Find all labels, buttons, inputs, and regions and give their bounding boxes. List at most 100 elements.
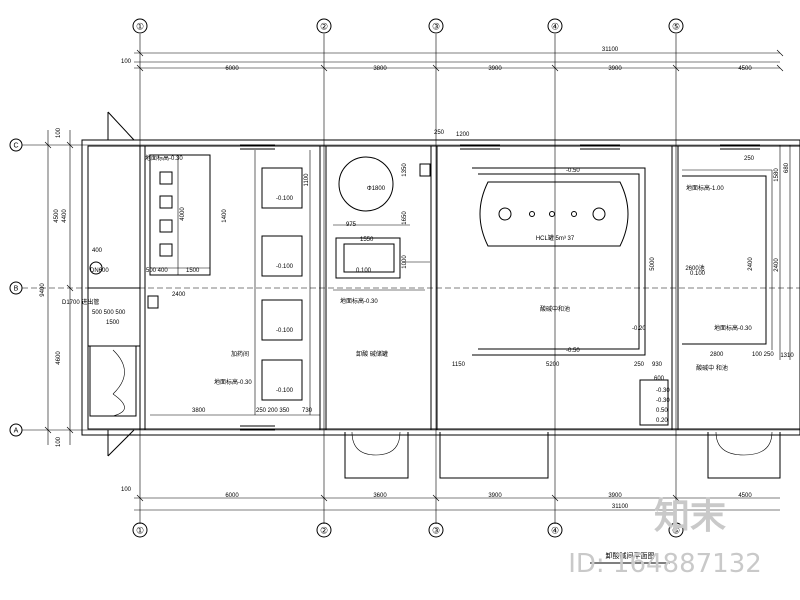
slab-3: -0.100: [276, 196, 294, 202]
dim-975: 975: [346, 222, 357, 228]
slab-6: -0.100: [276, 388, 294, 394]
small-1: 0.100: [356, 268, 372, 274]
dim-left-lower: 4600: [56, 351, 62, 365]
dim-5200: 5200: [546, 362, 560, 368]
slab-5: -0.100: [276, 328, 294, 334]
level-e: -0.20: [632, 326, 646, 332]
doors: [89, 345, 781, 479]
dim-5000: 5000: [650, 257, 656, 271]
axis-label-c: C: [13, 143, 18, 150]
dim-1550: 1550: [360, 237, 374, 243]
axis-label-4-bottom: ④: [551, 526, 559, 536]
axis-label-5-top: ⑤: [672, 22, 680, 32]
dim-250b: 250: [634, 362, 645, 368]
dim-1200: 1200: [456, 132, 470, 138]
dim-bottom-span-4: 3900: [608, 493, 622, 499]
dim-250-200-350: 250 200 350: [256, 408, 290, 414]
dim-top-total: 31100: [602, 47, 619, 53]
dim-bottom-offset: 100: [121, 487, 132, 493]
dim-top-span-2: 3800: [373, 66, 387, 72]
dim-4000: 4000: [180, 207, 186, 221]
axis-label-b: B: [14, 286, 19, 293]
room-3: [472, 167, 669, 426]
dim-2400b: 2400: [748, 257, 754, 271]
dim-400: 400: [92, 248, 103, 254]
level-a: -0.30: [656, 388, 670, 394]
dim-right-lower: 1310: [780, 353, 794, 359]
slab-4: -0.100: [276, 264, 294, 270]
right-dimensions: 1580 680 2400 1310: [774, 145, 794, 360]
dim-right-upper: 1580: [774, 168, 780, 182]
tank-label: HCL罐 5m³ 37: [536, 234, 575, 242]
level-d: 0.20: [656, 418, 668, 424]
door-label: DN600: [90, 268, 109, 274]
floor-level-3: 地面标高-0.30: [214, 378, 252, 386]
axis-label-5-bottom: ⑤: [672, 526, 680, 536]
top-dimensions: 31100 100 6000 3800 3900 3900 4500: [121, 47, 784, 72]
bottom-dimensions: 100 6000 3600 3900 3900 4500 31100: [121, 487, 780, 511]
dim-left-bottom-small: 100: [56, 436, 62, 447]
dim-600: 600: [654, 376, 665, 382]
room-label-5: 酸碱中 和池: [696, 364, 728, 372]
dim-bottom-span-5: 4500: [738, 493, 752, 499]
dim-100-250: 100 250: [752, 352, 774, 358]
room-label-1: 加药间: [231, 350, 249, 358]
dim-bottom-span-2: 3600: [373, 493, 387, 499]
round-tank-label: Φ1800: [367, 186, 386, 192]
room-2: [333, 156, 431, 291]
dim-top-span-3: 3900: [488, 66, 502, 72]
floor-level-4: 地面标高-1.00: [686, 184, 724, 192]
axis-label-4-top: ④: [551, 22, 559, 32]
axis-grid: [22, 34, 800, 524]
dim-2400: 2400: [172, 292, 186, 298]
dim-1350: 1350: [402, 163, 408, 177]
room-label-2: 卸酸 碱储罐: [356, 350, 388, 358]
axis-bubbles-left: C B A: [9, 138, 23, 437]
watermark-brand: 知末: [654, 496, 726, 537]
small-2: 0.100: [690, 271, 706, 277]
dim-left-outer: 9400: [40, 283, 46, 297]
level-b: -0.30: [656, 398, 670, 404]
dim-1150: 1150: [452, 362, 466, 368]
dim-1000: 1000: [402, 255, 408, 269]
axis-label-2-bottom: ②: [320, 526, 328, 536]
dim-1500: 1500: [186, 268, 200, 274]
dim-1650: 1650: [402, 211, 408, 225]
dim-top-span-5: 4500: [738, 66, 752, 72]
dim-bottom-span-1: 6000: [225, 493, 239, 499]
floor-level-2: 地面标高-0.30: [340, 297, 378, 305]
dim-bottom-total: 31100: [612, 504, 629, 510]
axis-label-a: A: [14, 428, 19, 435]
watermark-id: ID: 164887132: [568, 549, 762, 579]
axis-label-1-top: ①: [136, 22, 144, 32]
floor-level-1: 地面标高-0.30: [145, 154, 183, 162]
dim-3800: 3800: [192, 408, 206, 414]
dim-right-upper2: 680: [784, 162, 790, 173]
dim-left-top-small: 100: [56, 127, 62, 138]
dim-left-upper: 4500: [54, 209, 60, 223]
dim-1500b: 1500: [106, 320, 120, 326]
axis-label-3-bottom: ③: [432, 526, 440, 536]
wall-tag: 250: [744, 156, 755, 162]
axis-label-1-bottom: ①: [136, 526, 144, 536]
legend-left: D1700 进出管: [62, 298, 99, 306]
annotations: HCL罐 5m³ 37 Φ1800 地面标高-0.30 地面标高-0.30 地面…: [62, 130, 774, 424]
dim-1400: 1400: [222, 209, 228, 223]
room-label-4: 2600池: [685, 264, 704, 272]
axis-bubbles-top: ① ② ③ ④ ⑤: [132, 18, 684, 34]
dim-top-span-4: 3900: [608, 66, 622, 72]
dim-730: 730: [302, 408, 313, 414]
room-5: [682, 169, 773, 350]
dim-500-500-500: 500 500 500: [92, 310, 126, 316]
axis-bubbles-bottom: ① ② ③ ④ ⑤: [132, 522, 684, 538]
dim-2800: 2800: [710, 352, 724, 358]
dim-500-400: 500 400: [146, 268, 168, 274]
dim-left-upper-inner: 4400: [62, 209, 68, 223]
drawing-title: 卸酸碱间平面图: [606, 551, 655, 560]
dim-250: 250: [434, 130, 445, 136]
dim-top-span-1: 6000: [225, 66, 239, 72]
axis-label-2-top: ②: [320, 22, 328, 32]
building-walls: [81, 111, 800, 457]
dim-930: 930: [652, 362, 663, 368]
slab-1: -0.50: [566, 168, 580, 174]
